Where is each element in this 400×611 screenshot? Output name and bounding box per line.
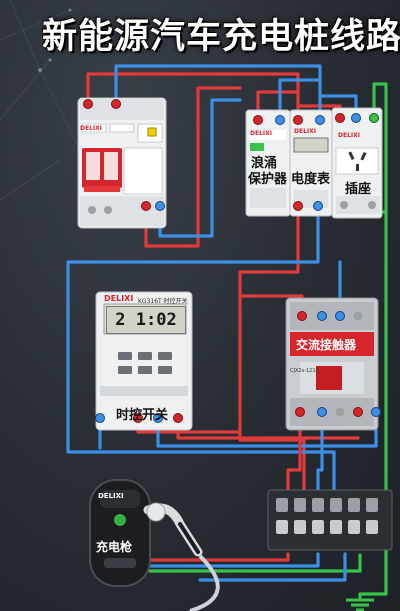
timer-display: 2 1:02 <box>106 306 186 334</box>
live-wire-main <box>86 72 300 120</box>
meter-neutral-out <box>66 208 336 522</box>
diagram-title: 新能源汽车充电桩线路 <box>42 17 400 57</box>
timer-model: KG316T 时控开关 <box>138 298 188 305</box>
ground-icon <box>346 594 374 611</box>
charger-live-wire <box>148 552 290 562</box>
breaker-live-out <box>144 86 242 248</box>
meter-label: 电度表 <box>291 172 331 187</box>
surge-protector[interactable] <box>245 109 291 217</box>
timer-out-neutral <box>156 416 378 448</box>
neutral-wire-surge <box>278 78 322 120</box>
charging-gun[interactable] <box>143 502 220 611</box>
earth-wire <box>358 82 388 596</box>
socket-module[interactable] <box>331 107 383 219</box>
meter-brand: DELIXI <box>294 128 316 135</box>
socket-label: 插座 <box>345 182 372 197</box>
circuit-breaker[interactable] <box>77 97 167 229</box>
ev-charger[interactable] <box>89 479 151 587</box>
energy-meter[interactable] <box>289 109 333 217</box>
surge-label-line2: 保护器 <box>248 172 288 187</box>
charger-brand: DELIXI <box>98 492 124 500</box>
neutral-wire-main <box>114 64 322 120</box>
terminal-block[interactable] <box>267 489 393 551</box>
charger-neutral-wire-2 <box>198 552 347 582</box>
live-wire-surge <box>256 90 300 120</box>
contactor-model: CJX2s-1210 <box>290 368 319 374</box>
charger-label: 充电枪 <box>96 540 133 554</box>
timer-brand: DELIXI <box>104 294 134 303</box>
surge-brand: DELIXI <box>250 130 272 137</box>
contactor-label: 交流接触器 <box>296 338 357 352</box>
earth-wire-charger <box>148 553 362 573</box>
timer-label: 时控开关 <box>116 408 169 423</box>
charger-neutral-wire <box>148 552 320 568</box>
breaker-brand: DELIXI <box>80 125 102 132</box>
ac-contactor[interactable] <box>285 297 381 431</box>
surge-label-line1: 浪涌 <box>251 156 278 171</box>
socket-brand: DELIXI <box>338 132 360 139</box>
